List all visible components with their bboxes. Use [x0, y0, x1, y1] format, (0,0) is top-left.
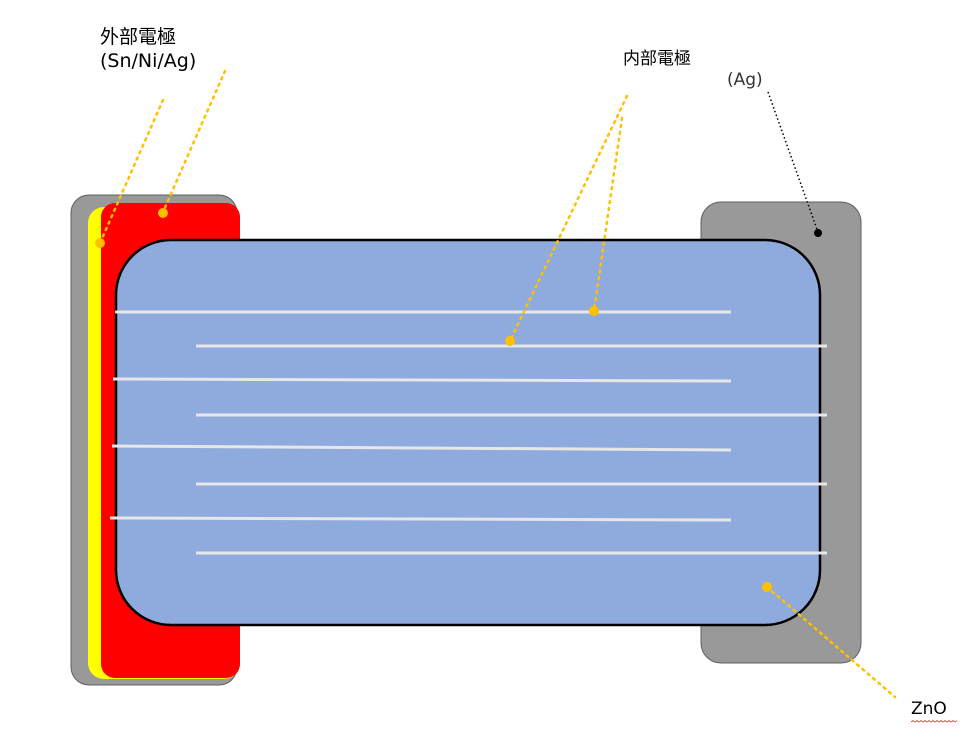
leader-line-external-sn	[98, 98, 165, 245]
internal-electrode-material-label: (Ag)	[727, 70, 763, 90]
leader-dot-internal-2	[589, 306, 599, 316]
leader-line-body	[765, 585, 897, 699]
leader-dot-internal-1	[505, 336, 515, 346]
ceramic-body-zno	[114, 238, 822, 627]
body-material-text: ZnO	[911, 699, 947, 719]
internal-electrode-label: 内部電極	[623, 49, 691, 69]
spellcheck-underline	[911, 720, 957, 723]
internal-electrodes	[109, 310, 827, 555]
leader-line-internal-1	[508, 94, 629, 343]
internal-electrode-5	[111, 444, 732, 452]
body-material-label: ZnO	[911, 699, 957, 723]
leader-line-external-ni	[161, 69, 227, 214]
leader-dot-internal-ag	[814, 229, 822, 237]
leader-line-internal-ag	[767, 91, 819, 233]
internal-electrode-3	[112, 377, 732, 383]
leader-dot-body	[762, 582, 772, 592]
leader-dot-external-sn	[95, 238, 105, 248]
leader-line-internal-2	[592, 116, 624, 313]
internal-electrode-7	[109, 516, 732, 522]
external-electrode-label: 外部電極	[100, 26, 177, 48]
external-electrode-materials-label: (Sn/Ni/Ag)	[100, 50, 197, 72]
leader-dot-external-ni	[158, 208, 168, 218]
